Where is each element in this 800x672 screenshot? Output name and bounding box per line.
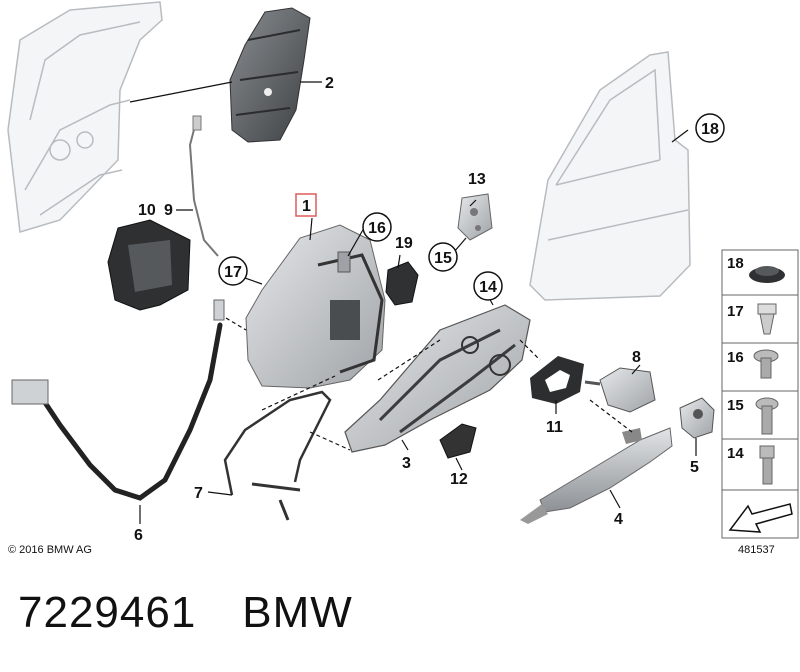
svg-text:16: 16 — [727, 349, 744, 366]
part-4-door-handle — [520, 427, 673, 524]
torx-screw-icon — [753, 349, 779, 379]
part-11-gasket — [530, 356, 584, 404]
svg-text:17: 17 — [224, 264, 242, 281]
callout-3: 3 — [402, 455, 411, 472]
caption: 7229461 BMW — [18, 588, 353, 638]
torx-bolt-icon — [755, 397, 779, 435]
part-19-cap — [385, 261, 419, 306]
panel-item-17: 17 — [727, 303, 777, 335]
part-2-lock-module — [229, 7, 311, 143]
callout-13: 13 — [468, 171, 486, 188]
brand-name: BMW — [242, 588, 353, 637]
callout-5: 5 — [690, 459, 699, 476]
part-9-rod — [188, 115, 219, 257]
callout-17: 17 — [218, 256, 248, 286]
clip-icon — [757, 303, 777, 335]
panel-item-18: 18 — [727, 255, 785, 283]
part-6-cable — [11, 299, 225, 501]
diagram-number: 481537 — [738, 544, 775, 556]
svg-text:14: 14 — [727, 445, 744, 462]
svg-text:16: 16 — [368, 220, 386, 237]
part-1-door-lock — [245, 224, 386, 389]
part-13-striker — [457, 193, 493, 241]
part-10-bracket — [107, 219, 191, 311]
callout-16: 16 — [362, 212, 392, 242]
callout-4: 4 — [614, 511, 623, 528]
callout-7: 7 — [194, 485, 203, 502]
callout-6: 6 — [134, 527, 143, 544]
part-5-end-cap — [679, 397, 715, 439]
svg-text:15: 15 — [434, 250, 452, 267]
svg-text:17: 17 — [727, 303, 744, 320]
svg-text:14: 14 — [479, 279, 497, 296]
door-frame-right — [529, 51, 691, 301]
rubber-plug-icon — [749, 266, 785, 283]
door-frame-left — [7, 1, 163, 233]
callout-8: 8 — [632, 349, 641, 366]
arrow-icon — [728, 503, 793, 533]
callout-14: 14 — [473, 271, 503, 301]
highlight-box — [295, 193, 317, 217]
callout-11: 11 — [546, 419, 563, 436]
callout-10: 10 — [138, 202, 156, 219]
callout-19: 19 — [395, 235, 413, 252]
callout-9: 9 — [164, 202, 173, 219]
callout-12: 12 — [450, 471, 468, 488]
part-number: 7229461 — [18, 588, 197, 637]
callout-1: 1 — [302, 198, 311, 215]
svg-text:18: 18 — [727, 255, 744, 272]
copyright-text: © 2016 BMW AG — [8, 544, 92, 556]
callout-15: 15 — [428, 242, 458, 272]
part-8-lock-cylinder — [584, 367, 656, 413]
part-12-seal — [439, 423, 477, 459]
svg-text:15: 15 — [727, 397, 744, 414]
callout-2: 2 — [325, 75, 334, 92]
callout-18: 18 — [695, 113, 725, 143]
svg-text:18: 18 — [701, 121, 719, 138]
part-16-screw — [337, 251, 351, 273]
panel-item-14: 14 — [727, 445, 775, 485]
part-7-bowden-cable — [223, 390, 332, 521]
panel-item-16: 16 — [727, 349, 779, 379]
panel-item-15: 15 — [727, 397, 779, 435]
fastener-panel: 18 17 16 15 — [721, 249, 799, 539]
hex-bolt-icon — [759, 445, 775, 485]
